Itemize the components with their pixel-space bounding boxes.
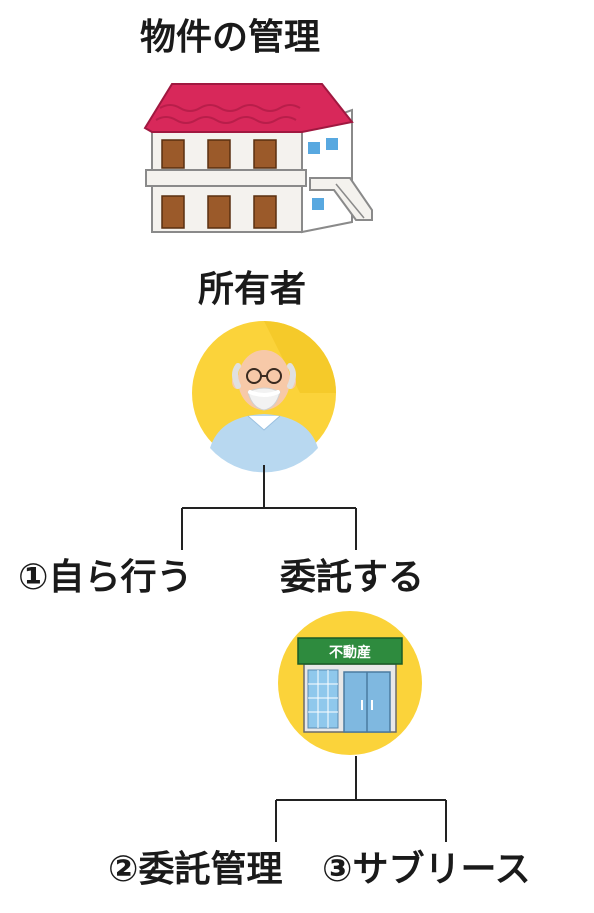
option-sublease-label: ③サブリース <box>322 849 531 890</box>
option-entrust-label: 委託する <box>280 557 425 598</box>
sign-text: 不動産 <box>329 644 371 661</box>
tree-connector-owner <box>181 465 357 550</box>
option-entrusted-management-label: ②委託管理 <box>108 849 283 890</box>
page-title: 物件の管理 <box>140 17 321 58</box>
real-estate-office-icon: 不動産 <box>278 611 422 755</box>
owner-label: 所有者 <box>198 269 307 310</box>
house-icon <box>143 83 373 234</box>
elderly-man-icon <box>192 321 336 473</box>
tree-connector-entrust <box>275 756 447 842</box>
option-self-manage-label: ①自ら行う <box>18 557 193 598</box>
